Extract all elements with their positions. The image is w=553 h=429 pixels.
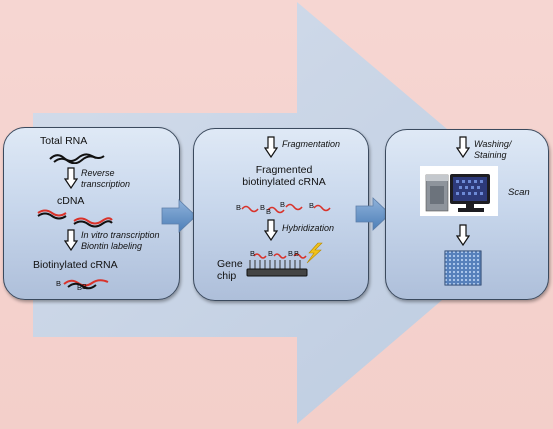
gene-chip-line-1: Gene: [217, 258, 243, 270]
hybridized-fragments-icon: [253, 253, 307, 259]
down-arrow-icon: [264, 136, 278, 158]
gene-chip-line-2: chip: [217, 270, 237, 282]
total-rna-label: Total RNA: [40, 135, 88, 147]
gene-chip-label: Gene chip: [217, 258, 243, 282]
connector-arrow-icon: [355, 197, 391, 231]
fragmented-line-2: biotinylated cRNA: [242, 176, 326, 188]
washing-line-1: Washing/: [474, 139, 512, 149]
down-arrow-icon: [456, 136, 470, 158]
down-arrow-icon: [264, 219, 278, 241]
fragmented-crna-label: Fragmented biotinylated cRNA: [224, 164, 344, 188]
fragmentation-label: Fragmentation: [282, 139, 341, 149]
biotin-mark: B: [236, 203, 242, 212]
reverse-transcription-label: Reverse transcription: [81, 168, 130, 190]
biotin-mark: B: [250, 249, 256, 258]
cdna-strands-icon: [37, 209, 113, 228]
lightning-bolt-icon: [306, 242, 323, 264]
microarray-image-icon: [444, 250, 482, 286]
ivt-labeling-label: In vitro transcription Biontin labeling: [81, 230, 160, 252]
biotinylated-crna-label: Biotinylated cRNA: [33, 259, 118, 271]
ivt-line-2: Biontin labeling: [81, 241, 143, 251]
biotin-mark: B: [294, 249, 300, 258]
biotin-mark: B: [260, 203, 266, 212]
biotin-mark: B: [288, 249, 294, 258]
washing-staining-label: Washing/ Staining: [474, 139, 511, 161]
biotin-mark: B: [309, 201, 315, 210]
cdna-label: cDNA: [57, 195, 85, 207]
biotin-mark: B: [266, 207, 272, 216]
biotin-mark: B: [280, 200, 286, 209]
connector-arrow-icon: [161, 199, 197, 233]
biotinylated-crna-strand-icon: [63, 279, 109, 290]
biotin-mark: B: [268, 249, 274, 258]
reverse-transcription-line-1: Reverse: [81, 168, 115, 178]
gene-chip-icon: [246, 260, 308, 277]
ivt-line-1: In vitro transcription: [81, 230, 160, 240]
total-rna-strands-icon: [49, 153, 105, 164]
biotin-mark: B: [56, 279, 62, 288]
washing-line-2: Staining: [474, 150, 507, 160]
down-arrow-icon: [456, 224, 470, 246]
down-arrow-icon: [64, 167, 78, 189]
fragmented-line-1: Fragmented: [255, 164, 313, 176]
biotin-mark: B: [77, 283, 83, 292]
hybridization-label: Hybridization: [282, 223, 335, 233]
biotin-mark: B: [82, 282, 88, 291]
scanner-computer-icon: [420, 166, 498, 216]
scan-label: Scan: [508, 187, 530, 198]
fragments-icon: [241, 203, 331, 214]
down-arrow-icon: [64, 229, 78, 251]
reverse-transcription-line-2: transcription: [81, 179, 131, 189]
